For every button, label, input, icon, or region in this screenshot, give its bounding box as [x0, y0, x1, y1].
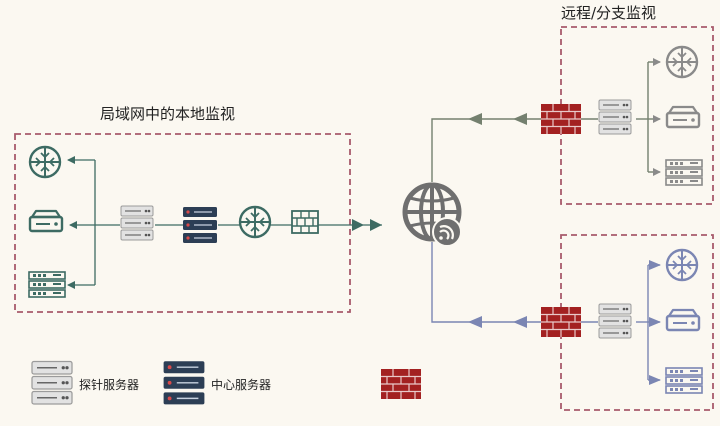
local-center-server-icon	[182, 206, 218, 244]
legend-center-label: 中心服务器	[211, 378, 272, 392]
remote-monitoring-title: 远程/分支监视	[561, 4, 657, 22]
local-hard-drive-icon	[28, 209, 64, 233]
legend-probe-label: 探针服务器	[79, 378, 140, 392]
local-firewall-icon	[291, 210, 319, 234]
remote-bottom-probe-server-icon	[598, 303, 632, 339]
remote-top-arrows	[468, 113, 527, 125]
remote-bottom-firewall-icon	[540, 306, 582, 338]
legend-probe-server-icon	[31, 360, 73, 405]
remote-top-firewall-icon	[540, 103, 582, 135]
legend-center-server-icon	[162, 360, 206, 406]
legend-firewall-icon	[380, 368, 422, 400]
remote-bottom-hard-drive-icon	[665, 308, 701, 332]
local-switch-icon	[28, 271, 66, 298]
internet-globe-icon	[402, 182, 462, 247]
remote-branch-box-bottom	[560, 234, 714, 411]
local-branch-lines	[67, 156, 382, 289]
local-router-icon	[28, 145, 62, 179]
local-lan-box	[14, 133, 351, 313]
remote-bottom-arrows	[468, 316, 527, 328]
local-to-internet-arrows	[352, 219, 382, 231]
local-gateway-router-icon	[238, 205, 272, 239]
remote-top-probe-server-icon	[598, 99, 632, 135]
remote-bottom-router-icon	[665, 248, 699, 282]
remote-bottom-switch-icon	[665, 367, 703, 394]
remote-top-router-icon	[665, 45, 699, 79]
local-probe-server-icon	[120, 205, 154, 241]
remote-branch-box-top	[560, 26, 714, 205]
local-monitoring-title: 局域网中的本地监视	[100, 105, 236, 123]
remote-top-switch-icon	[665, 159, 703, 186]
remote-top-hard-drive-icon	[665, 105, 701, 129]
